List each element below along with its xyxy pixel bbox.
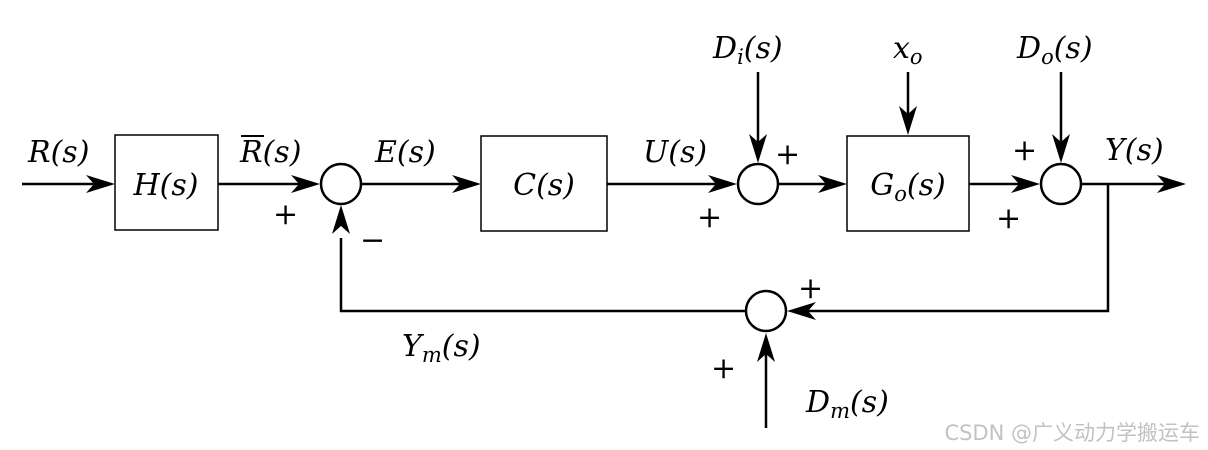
- wire-feedback-tap: [802, 184, 1110, 313]
- arrow-h-to-sum1: [291, 175, 320, 193]
- sign-sum1-feedback: −: [360, 223, 385, 258]
- sum-junction-1: [319, 162, 363, 206]
- arrow-do: [1052, 134, 1070, 163]
- watermark-text: CSDN @广义动力学搬运车: [944, 421, 1200, 445]
- sign-sum3-disturbance: +: [1012, 133, 1037, 168]
- arrow-feedback-to-sum4: [787, 302, 816, 320]
- sum-junction-3: [1039, 162, 1083, 206]
- block-c: C(s): [480, 135, 608, 232]
- arrow-c-to-sum2: [708, 175, 737, 193]
- arrow-sum2-to-go: [818, 175, 847, 193]
- arrow-xo: [899, 106, 917, 135]
- sum-junction-4: [744, 289, 788, 333]
- label-u: U(s): [643, 135, 707, 170]
- arrow-y-output: [1157, 175, 1186, 193]
- block-h-label: H(s): [133, 168, 199, 203]
- arrow-sum1-to-c: [452, 175, 481, 193]
- sign-sum2-disturbance: +: [775, 137, 800, 172]
- arrow-go-to-sum3: [1011, 175, 1040, 193]
- svg-text:R(s): R(s): [239, 135, 301, 170]
- label-do: Do(s): [1016, 31, 1093, 69]
- label-xo: xo: [893, 31, 923, 69]
- label-r-bar: R(s): [239, 135, 301, 170]
- label-r: R(s): [27, 135, 89, 170]
- label-ym: Ym(s): [402, 329, 481, 367]
- block-h: H(s): [114, 134, 219, 231]
- label-e: E(s): [374, 135, 436, 170]
- label-di: Di(s): [712, 31, 783, 69]
- label-dm: Dm(s): [805, 385, 889, 423]
- block-go: Go(s): [846, 135, 970, 232]
- wire-ym-feedback: [339, 238, 745, 313]
- sign-sum1-input: +: [273, 197, 298, 232]
- arrow-r-input: [86, 175, 115, 193]
- block-go-label: Go(s): [870, 168, 945, 206]
- block-c-label: C(s): [513, 168, 575, 203]
- arrow-ym-to-sum1: [332, 205, 350, 234]
- sign-sum4-disturbance: +: [711, 351, 736, 386]
- label-y: Y(s): [1105, 133, 1164, 168]
- sign-sum2-input: +: [697, 200, 722, 235]
- sign-sum3-input: +: [996, 201, 1021, 236]
- sign-sum4-input: +: [798, 271, 823, 306]
- arrow-di: [749, 134, 767, 163]
- sum-junction-2: [736, 162, 780, 206]
- arrow-dm: [757, 333, 775, 362]
